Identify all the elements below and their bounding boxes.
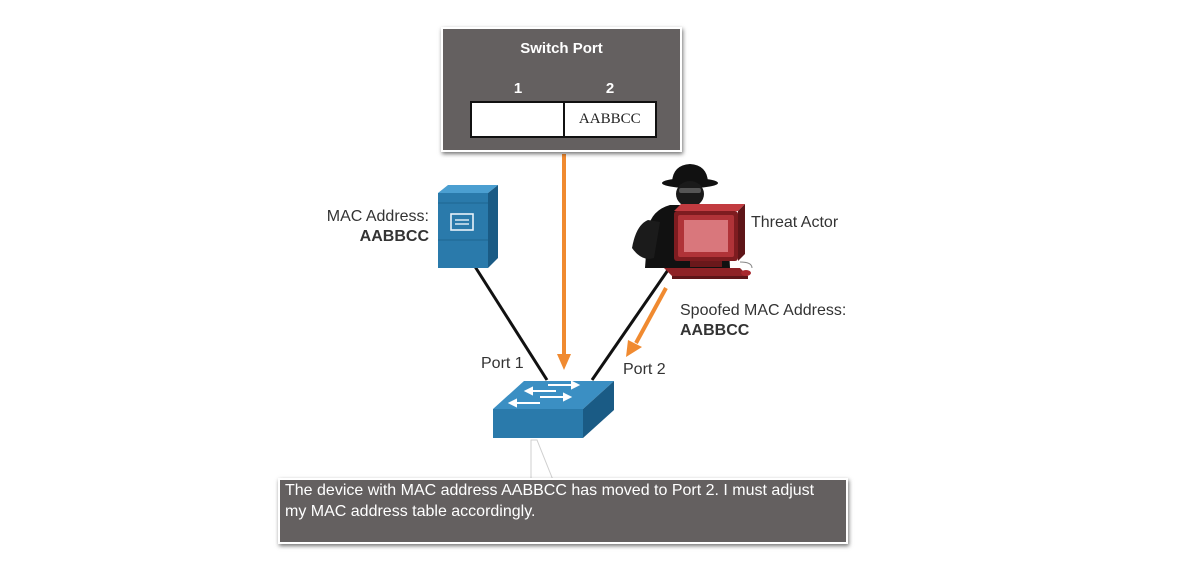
port-column-1-header: 1: [513, 80, 523, 97]
threat-link-line: [590, 269, 670, 381]
port-1-label: Port 1: [481, 355, 524, 372]
server-mac-value: AABBCC: [359, 228, 429, 245]
switch-port-title: Switch Port: [520, 40, 603, 57]
switch-message-callout: The device with MAC address AABBCC has m…: [278, 478, 848, 544]
spoofed-mac-value: AABBCC: [680, 322, 750, 339]
threat-actor-label: Threat Actor: [751, 214, 839, 231]
spoof-arrow: [626, 287, 668, 357]
server-mac-caption: MAC Address:: [326, 208, 429, 225]
message-pointer: [530, 439, 554, 481]
server-icon: [438, 185, 498, 268]
port-column-2-header: 2: [605, 80, 615, 97]
threat-actor-icon: [632, 164, 753, 279]
table-update-arrow: [557, 154, 571, 370]
spoofed-mac-label: Spoofed MAC Address: AABBCC: [680, 301, 846, 341]
server-link-line: [472, 264, 549, 381]
port-table: AABBCC: [470, 101, 657, 138]
port-2-label: Port 2: [623, 361, 666, 378]
switch-port-table-panel: Switch Port 1 2 AABBCC: [441, 27, 682, 152]
port-2-cell: AABBCC: [562, 103, 656, 136]
server-mac-label: MAC Address: AABBCC: [313, 207, 429, 247]
port-1-cell: [472, 103, 563, 136]
switch-icon: [493, 380, 614, 438]
spoofed-mac-caption: Spoofed MAC Address:: [680, 302, 847, 319]
